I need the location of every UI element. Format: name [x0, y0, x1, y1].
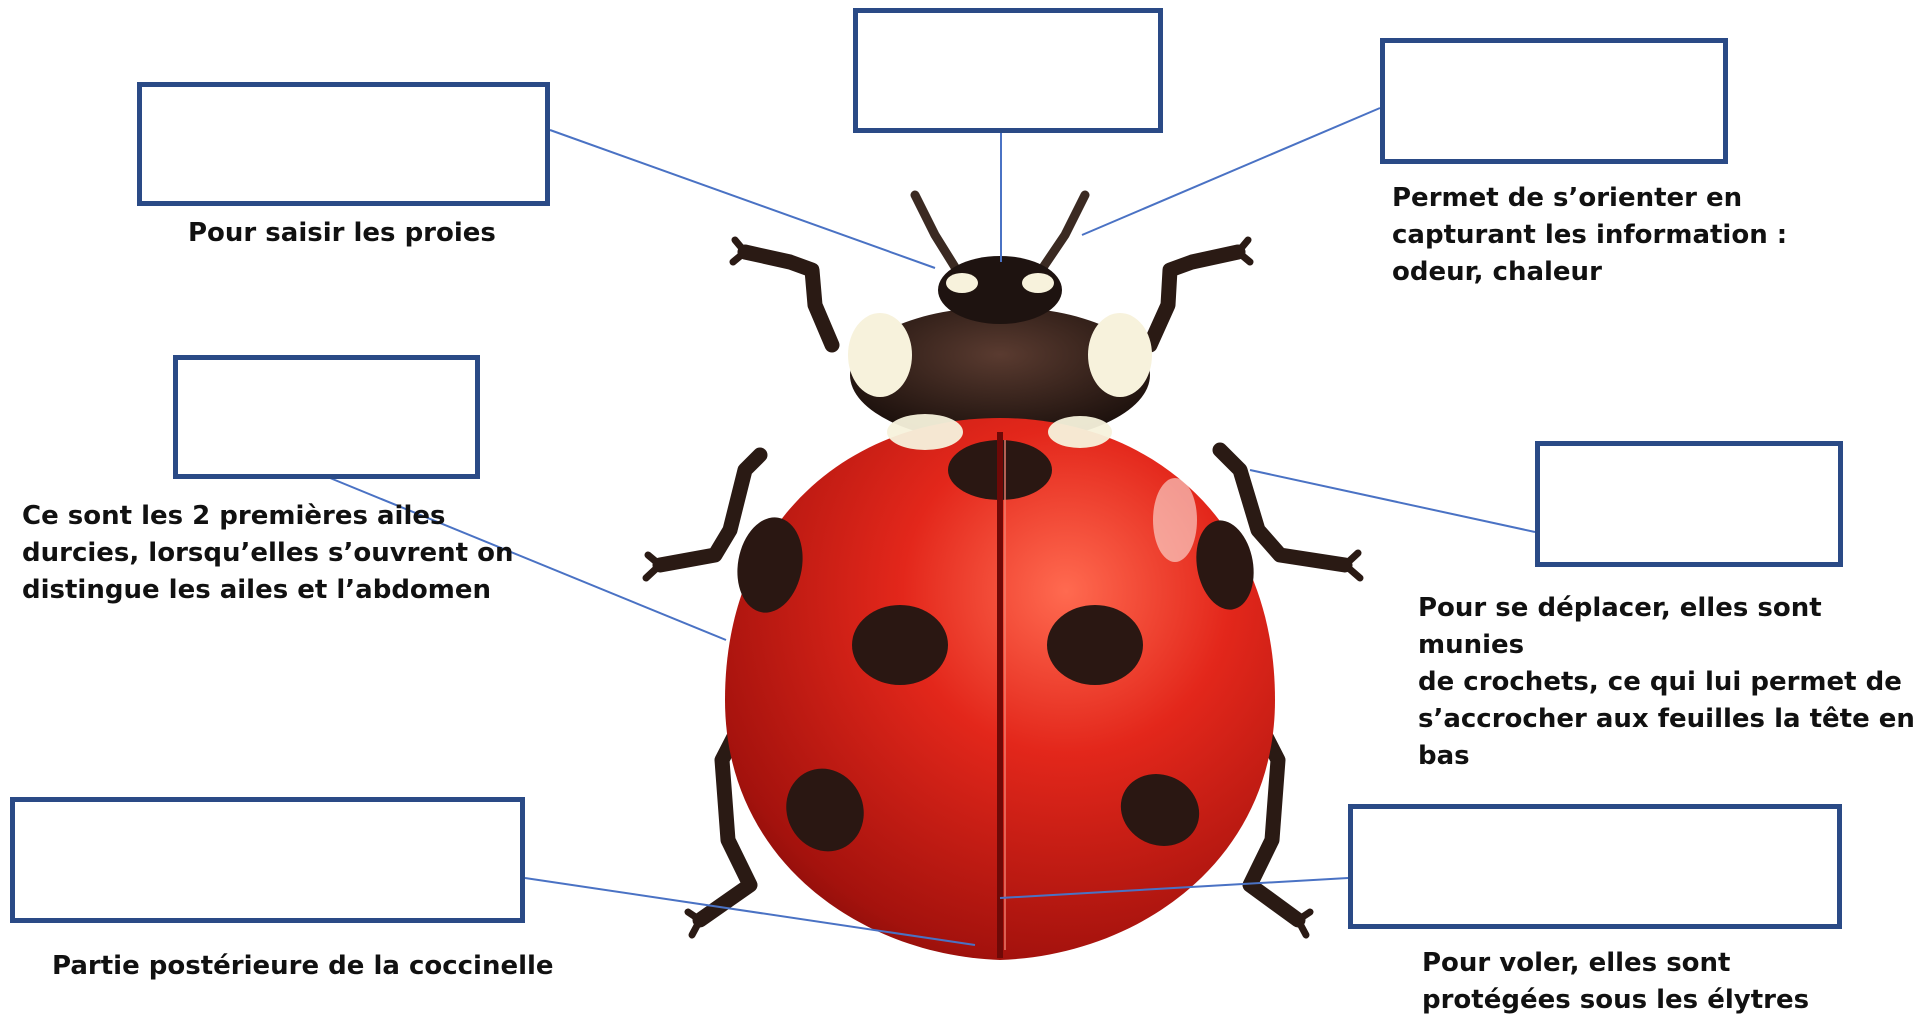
caption-abdomen: Partie postérieure de la coccinelle [52, 948, 554, 985]
leader-line-pattes [1250, 470, 1535, 532]
answer-box-pattes[interactable] [1535, 441, 1843, 567]
answer-box-ailes[interactable] [1348, 804, 1842, 929]
spot [852, 605, 948, 685]
answer-box-abdomen[interactable] [10, 797, 525, 923]
gloss-highlight [1153, 478, 1197, 562]
answer-box-tete[interactable] [853, 8, 1163, 133]
caption-elytres: Ce sont les 2 premières ailes durcies, l… [22, 498, 514, 609]
answer-box-elytres[interactable] [173, 355, 480, 479]
eye-right [1022, 273, 1054, 293]
caption-ailes: Pour voler, elles sont protégées sous le… [1422, 945, 1809, 1019]
answer-box-antennes[interactable] [1380, 38, 1728, 164]
antenna-right [1040, 195, 1085, 272]
shoulder-highlight-right [1048, 416, 1112, 448]
antenna-left [915, 195, 958, 272]
caption-antennes: Permet de s’orienter en capturant les in… [1392, 180, 1787, 291]
spot [1047, 605, 1143, 685]
caption-pattes: Pour se déplacer, elles sont munies de c… [1418, 590, 1929, 775]
answer-box-pattes-avant[interactable] [137, 82, 550, 206]
ladybug-head [848, 256, 1152, 443]
leg-front-left [733, 240, 832, 345]
shoulder-highlight-left [887, 414, 963, 450]
pronotum-spot-right [1088, 313, 1152, 397]
eye-left [946, 273, 978, 293]
leg-front-right [1150, 240, 1250, 345]
caption-pattes-avant: Pour saisir les proies [188, 215, 496, 252]
pronotum-spot-left [848, 313, 912, 397]
ladybug-shell [725, 414, 1275, 960]
